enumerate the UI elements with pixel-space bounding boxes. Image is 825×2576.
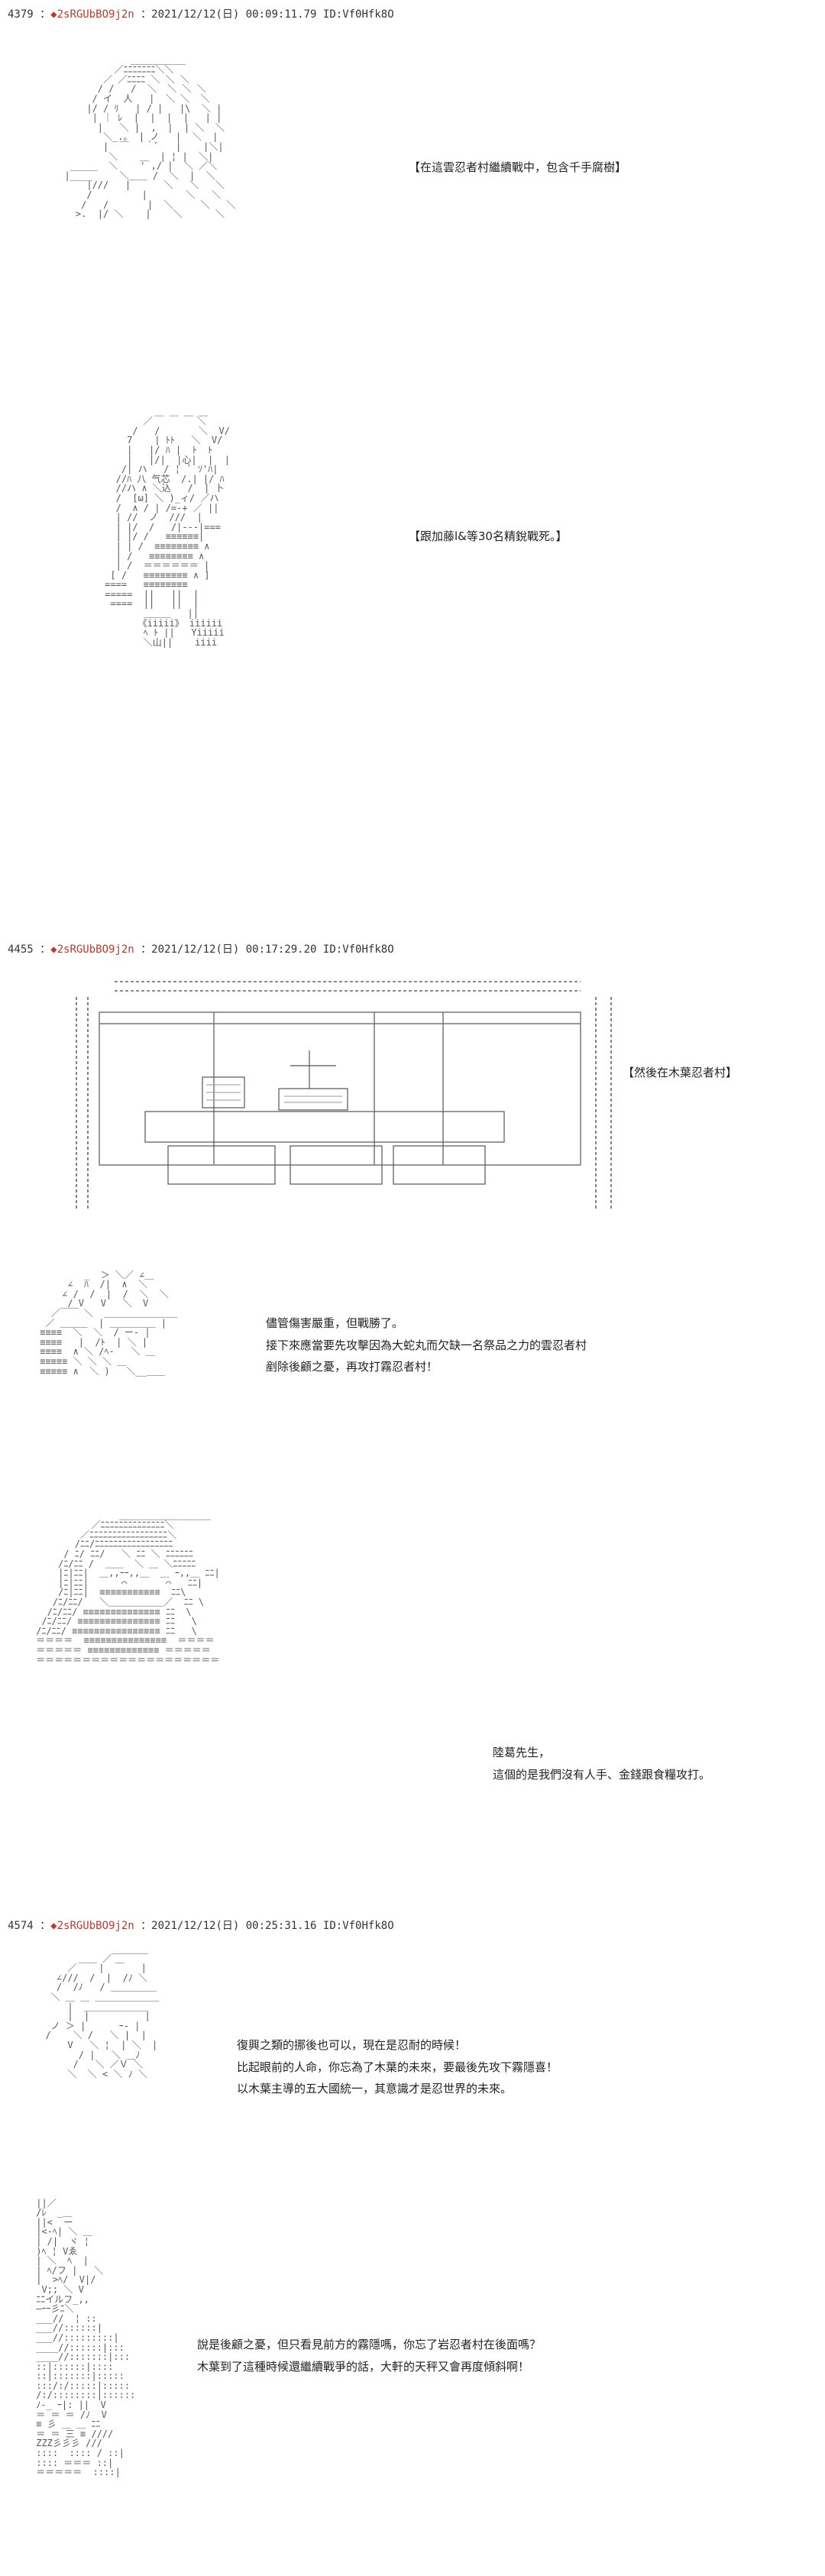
ascii-art-figure: ＿＿ ／￣￣￣￣ ／ | ￣ | ∠/// / | /ﾉ ＼ / /ﾉ / ＿＿…	[45, 1953, 160, 2079]
poster-trip[interactable]: ◆2sRGUbBO9j2n	[50, 1920, 134, 1932]
poster-id: ID:Vf0Hfk8O	[322, 8, 394, 21]
post-datetime: 2021/12/12(日) 00:17:29.20	[151, 943, 317, 956]
ascii-art-figure: ＿＿＿＿＿＿ ／ﾆﾆﾆﾆﾆﾆﾆ＼＼ ／ ／ﾆﾆﾆﾆ ＼ ＼ ＼ / / / ＼ …	[64, 54, 236, 220]
caption-line: 以木葉主導的五大國統一，其意識才是忍世界的未來。	[237, 2082, 513, 2095]
post-header: 4379 ：◆2sRGUbBO9j2n ：2021/12/12(日) 00:09…	[8, 8, 394, 21]
post-number: 4455	[8, 943, 34, 956]
ascii-art-figure: ＿ ＿ ＿ ＿ ／ ＼ / / ＼ V/ 7 | ﾄﾄ ＼ V/ | |/ ﾊ …	[105, 406, 230, 648]
post-number: 4574	[8, 1920, 34, 1932]
ascii-art-figure: _ ＞ ＼／ ∠＿ ∠ ﾊ /| ∧ ＼ ∠ / / | / ＼ ＼ / V V…	[40, 1269, 178, 1377]
poster-trip[interactable]: ◆2sRGUbBO9j2n	[50, 8, 134, 21]
post-datetime: 2021/12/12(日) 00:09:11.79	[151, 8, 317, 21]
poster-trip[interactable]: ◆2sRGUbBO9j2n	[50, 943, 134, 956]
caption-line: 儘管傷害嚴重，但戰勝了。	[266, 1316, 404, 1330]
caption-line: 復興之類的挪後也可以，現在是忍耐的時候！	[237, 2038, 467, 2052]
scene-caption: 【跟加藤l&等30名精銳戰死。】	[409, 526, 567, 548]
caption-line: 接下來應當要先攻擊因為大蛇丸而欠缺一名祭品之力的雲忍者村	[266, 1338, 587, 1352]
scene-caption: 【在這雲忍者村繼續戰中，包含千手腐樹】	[409, 157, 626, 179]
post-number: 4379	[8, 8, 34, 21]
caption-line: 這個的是我們沒有人手、金錢跟食糧攻打。	[493, 1767, 711, 1782]
post-datetime: 2021/12/12(日) 00:25:31.16	[151, 1920, 317, 1932]
caption-line: 【跟加藤l&等30名精銳戰死。】	[409, 529, 568, 543]
post-header: 4455 ：◆2sRGUbBO9j2n ：2021/12/12(日) 00:17…	[8, 943, 394, 956]
post-header: 4574 ：◆2sRGUbBO9j2n ：2021/12/12(日) 00:25…	[8, 1920, 394, 1932]
caption-line: 【在這雲忍者村繼續戰中，包含千手腐樹】	[409, 160, 627, 174]
ascii-art-room	[76, 981, 612, 1211]
ascii-art-figure: ||／ /ﾚ _＿ ||< ー |<-ﾍ| ＼ ＿ | /| ヾ ¦ )ﾍ ¦ …	[36, 2197, 136, 2478]
scene-caption: 儘管傷害嚴重，但戰勝了。 接下來應當要先攻擊因為大蛇丸而欠缺一名祭品之力的雲忍者…	[266, 1312, 587, 1378]
scene-caption: 說是後顧之憂，但只看見前方的霧隱嗎，你忘了岩忍者村在後面嗎？ 木葉到了這種時候還…	[197, 2334, 541, 2377]
caption-line: 【然後在木葉忍者村】	[623, 1066, 738, 1079]
caption-line: 說是後顧之憂，但只看見前方的霧隱嗎，你忘了岩忍者村在後面嗎？	[197, 2338, 542, 2351]
caption-line: 剷除後顧之憂，再攻打霧忍者村！	[266, 1360, 438, 1374]
caption-line: 陸葛先生，	[493, 1746, 551, 1759]
scene-caption: 復興之類的挪後也可以，現在是忍耐的時候！ 比起眼前的人命，你忘為了木葉的未來，要…	[237, 2034, 558, 2100]
ascii-art-figure: ＿＿＿＿＿＿＿＿＿＿ ／ﾆﾆﾆﾆﾆﾆﾆﾆﾆﾆﾆﾆﾆﾆ＼ ／ﾆﾆﾆﾆﾆﾆﾆﾆﾆﾆﾆ…	[36, 1510, 220, 1665]
scene-caption: 陸葛先生， 這個的是我們沒有人手、金錢跟食糧攻打。	[493, 1742, 710, 1785]
caption-line: 木葉到了這種時候還繼續戰爭的話，大軒的天秤又會再度傾斜啊！	[197, 2359, 530, 2374]
poster-id: ID:Vf0Hfk8O	[322, 943, 394, 956]
caption-line: 比起眼前的人命，你忘為了木葉的未來，要最後先攻下霧隱喜！	[237, 2060, 558, 2074]
scene-caption: 【然後在木葉忍者村】	[623, 1062, 737, 1084]
poster-id: ID:Vf0Hfk8O	[322, 1920, 394, 1932]
